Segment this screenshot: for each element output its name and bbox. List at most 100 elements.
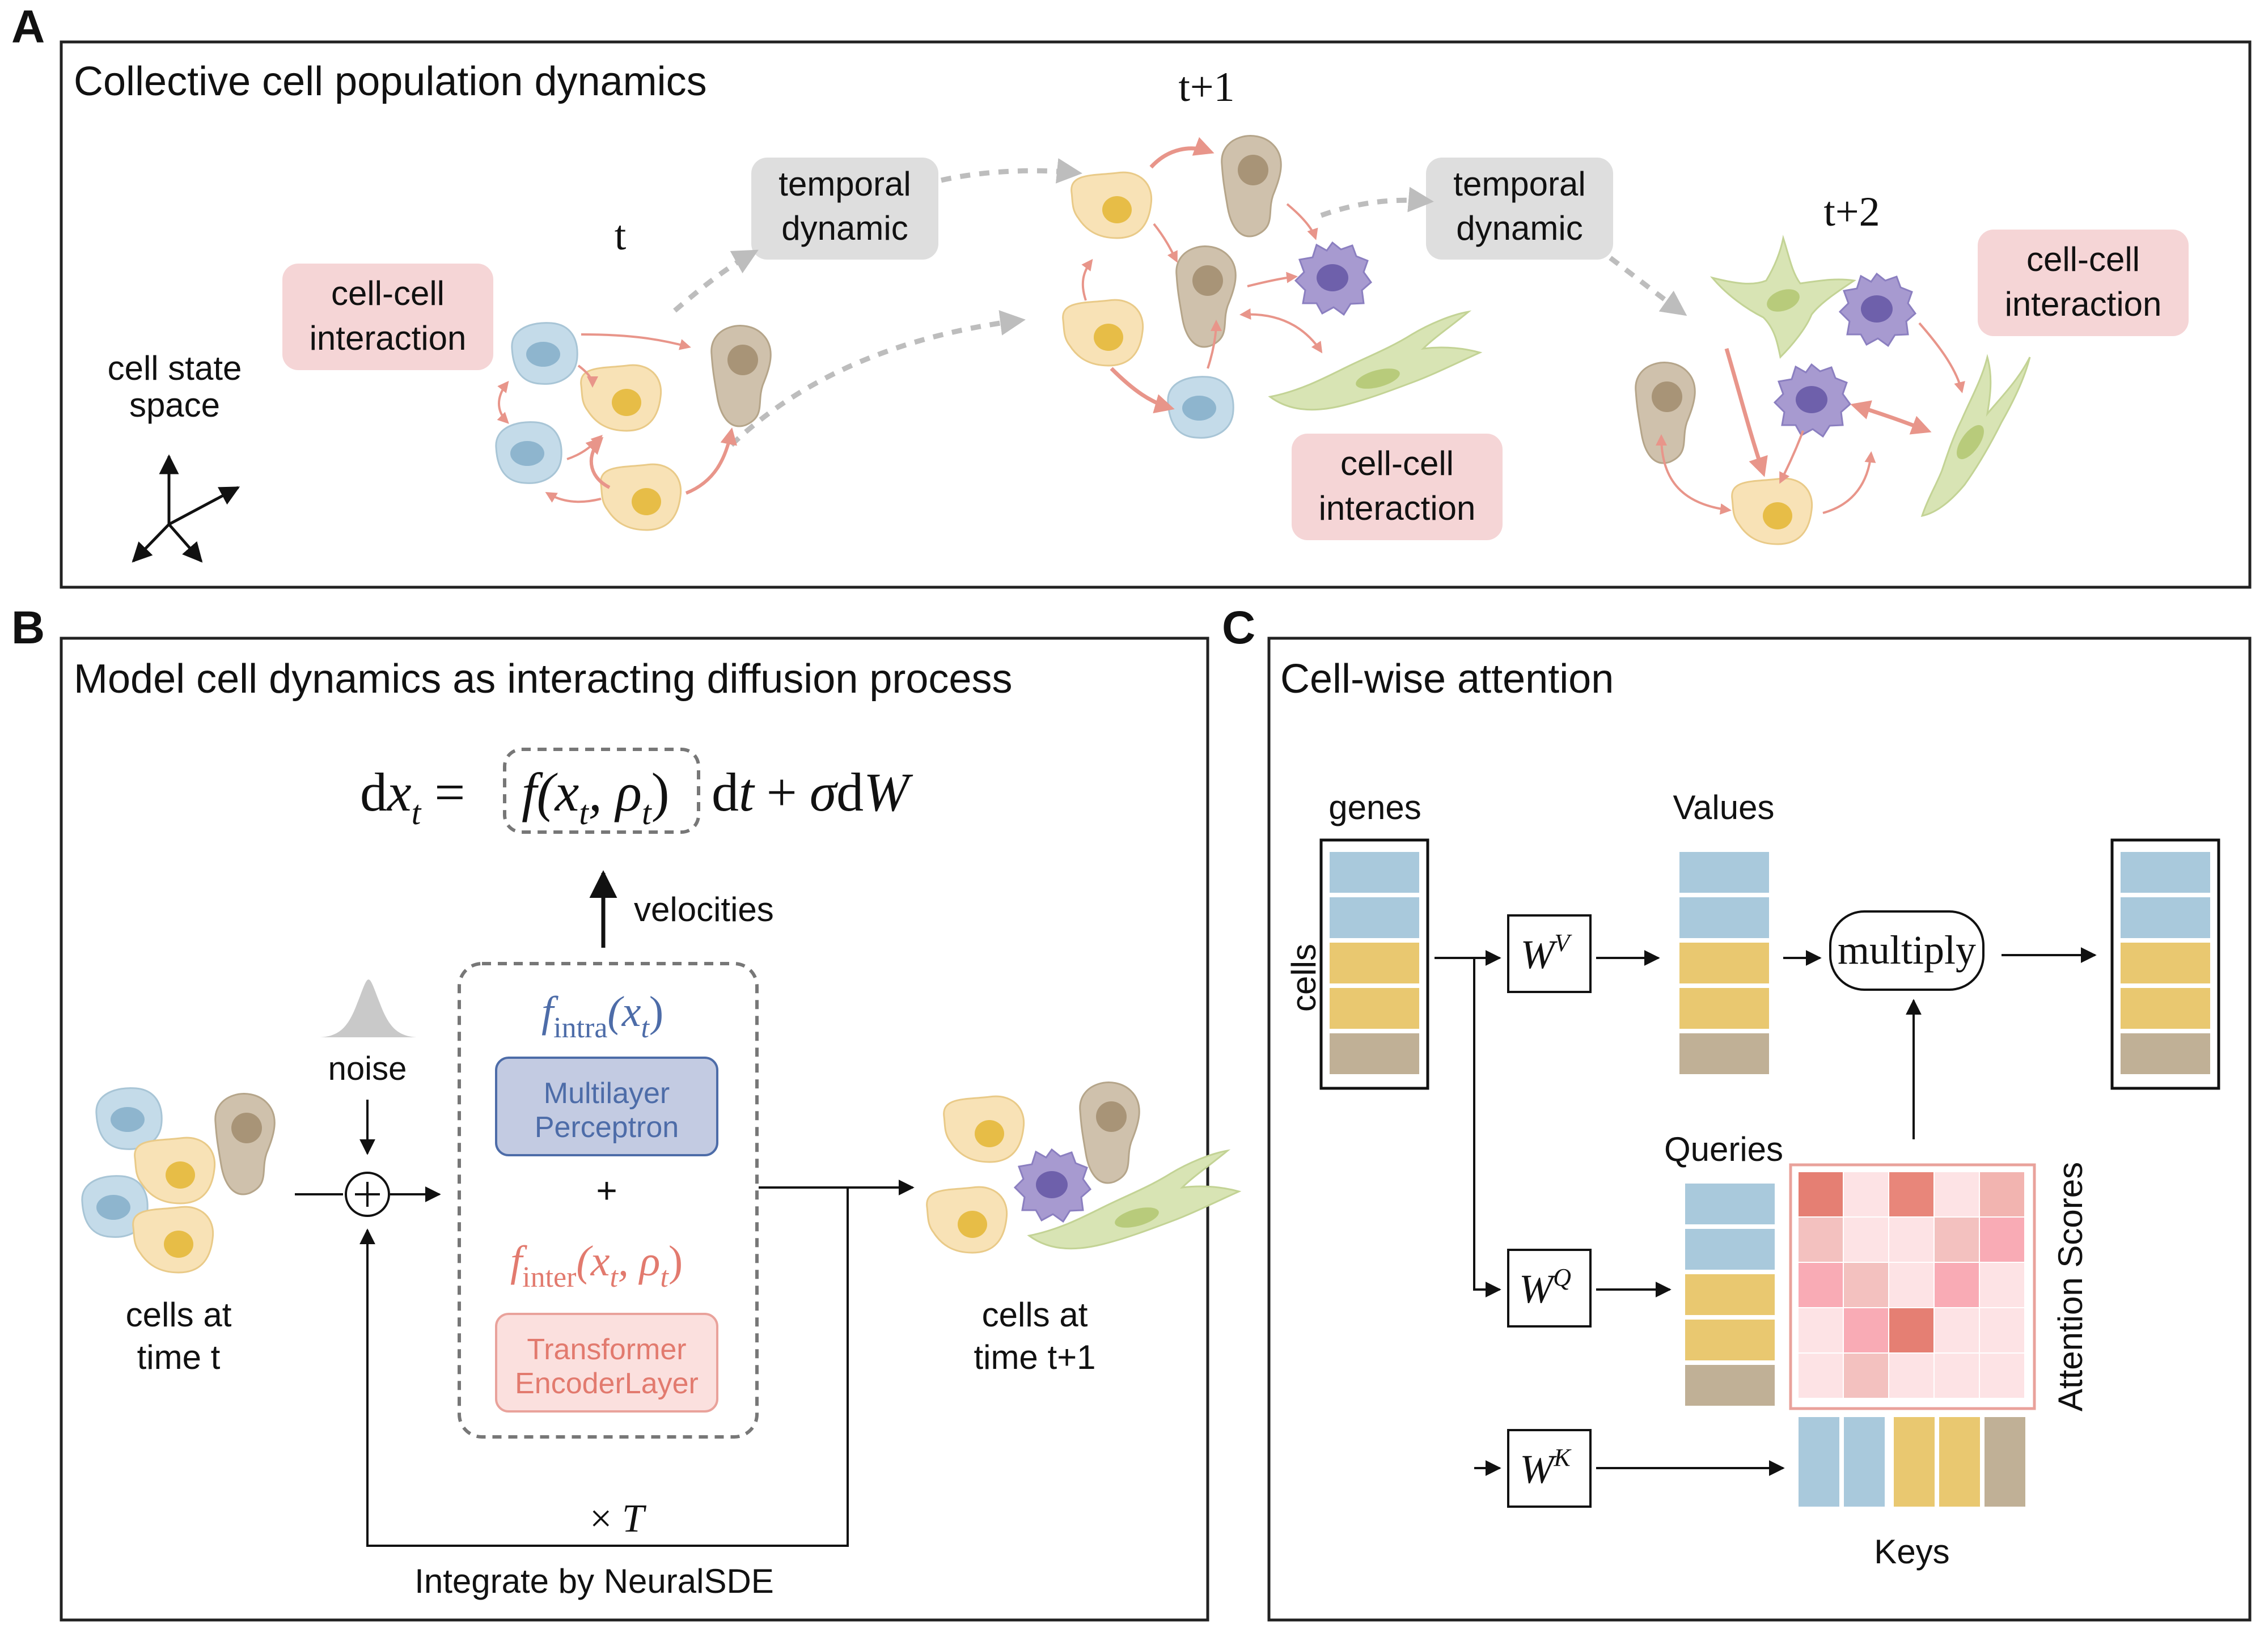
wk-box: WK (1507, 1429, 1592, 1508)
cells-label: cells (1285, 944, 1323, 1012)
cell-interaction-3-line1: cell-cell (2026, 240, 2140, 278)
values-matrix (1679, 852, 1769, 1074)
mlp-box: Multilayer Perceptron (495, 1057, 718, 1156)
attention-cell (1844, 1354, 1888, 1398)
f-highlight-box (503, 748, 700, 834)
mlp-line1: Multilayer (544, 1077, 670, 1110)
interaction-arrows-t2 (1656, 322, 1965, 515)
multiply-node: multiply (1829, 910, 1984, 991)
attention-scores-label: Attention Scores (2051, 1162, 2089, 1411)
temporal-dynamic-2-line1: temporal (1453, 165, 1585, 203)
temporal-dynamic-1-line2: dynamic (781, 209, 908, 247)
queries-label: Queries (1664, 1130, 1783, 1168)
attention-cell (1980, 1354, 2024, 1398)
f-intra-label: fintra(xt) (541, 988, 663, 1044)
axes-label-line2: space (129, 386, 220, 424)
attention-cell (1844, 1172, 1888, 1216)
attention-cell (1935, 1354, 1979, 1398)
cell-interaction-1-line1: cell-cell (331, 274, 445, 312)
panel-c-title: Cell-wise attention (1280, 656, 1614, 702)
attention-cell (1889, 1218, 1933, 1262)
attention-cell (1935, 1218, 1979, 1262)
attention-cell (1980, 1172, 2024, 1216)
model-plus: + (596, 1170, 617, 1211)
attention-cell (1889, 1263, 1933, 1307)
interaction-arrows-t (497, 333, 737, 503)
cell-interaction-2-line2: interaction (1319, 489, 1476, 527)
noise-label: noise (328, 1050, 407, 1087)
panel-a: A Collective cell population dynamics ce… (11, 1, 2252, 589)
interaction-arrows-t1 (1081, 137, 1323, 414)
attention-cell (1799, 1354, 1843, 1398)
cell-interaction-1-line2: interaction (310, 319, 467, 357)
temporal-dynamic-2-line2: dynamic (1456, 209, 1582, 247)
attention-cell (1844, 1308, 1888, 1352)
input-matrix-rows (1330, 852, 1419, 1074)
svg-text:dxt=: dxt= (360, 762, 465, 832)
attention-cell (1980, 1263, 2024, 1307)
svg-text:dt+σdW: dt+σdW (712, 762, 913, 822)
panel-c-letter: C (1222, 602, 1255, 654)
transformer-line1: Transformer (527, 1333, 686, 1366)
panel-b-title: Model cell dynamics as interacting diffu… (74, 656, 1012, 702)
sde-equation: dxt= f(xt, ρt) dt+σdW (360, 762, 913, 832)
time-label-t: t (615, 213, 627, 259)
temporal-arrows (673, 158, 1687, 447)
svg-text:WK: WK (1520, 1444, 1572, 1492)
wv-box: WV (1507, 914, 1592, 993)
integrate-label: Integrate by NeuralSDE (414, 1562, 774, 1600)
svg-text:WQ: WQ (1519, 1263, 1571, 1312)
values-label: Values (1673, 788, 1774, 826)
times-T-label: × T (590, 1497, 647, 1541)
panel-c: C Cell-wise attention genes cells WV WQ (1222, 602, 2252, 1622)
queries-matrix (1685, 1184, 1775, 1406)
attention-cell (1980, 1308, 2024, 1352)
attention-cell (1889, 1308, 1933, 1352)
attention-cell (1844, 1218, 1888, 1262)
output-matrix-rows (2121, 852, 2210, 1074)
cells-t1-line1: cells at (982, 1296, 1088, 1334)
cell-interaction-box-1: cell-cell interaction (282, 264, 493, 370)
cells-t1-line2: time t+1 (974, 1338, 1095, 1376)
keys-matrix (1799, 1417, 2025, 1507)
attention-cell (1844, 1263, 1888, 1307)
transformer-box: Transformer EncoderLayer (495, 1313, 718, 1413)
transformer-line2: EncoderLayer (515, 1367, 699, 1400)
panel-b: B Model cell dynamics as interacting dif… (11, 602, 1240, 1622)
panel-a-title: Collective cell population dynamics (74, 59, 707, 104)
cell-state-axes-icon (132, 454, 240, 563)
multiply-label: multiply (1838, 927, 1976, 973)
attention-cell (1889, 1172, 1933, 1216)
attention-cell (1799, 1263, 1843, 1307)
temporal-dynamic-box-1: temporal dynamic (751, 158, 938, 260)
attention-cell (1980, 1218, 2024, 1262)
temporal-dynamic-1-line1: temporal (778, 165, 911, 203)
wq-box: WQ (1507, 1249, 1592, 1328)
feedback-loop (359, 1188, 849, 1547)
velocities-label: velocities (634, 890, 774, 928)
attention-cell (1935, 1172, 1979, 1216)
panel-c-frame (1267, 637, 2252, 1622)
svg-text:f(xt, ρt): f(xt, ρt) (522, 762, 670, 832)
model-box (458, 962, 759, 1439)
panel-a-letter: A (11, 1, 45, 53)
attention-cell (1935, 1308, 1979, 1352)
attention-cell (1799, 1172, 1843, 1216)
attention-cell (1935, 1263, 1979, 1307)
cell-interaction-2-line1: cell-cell (1340, 444, 1454, 482)
genes-label: genes (1328, 788, 1421, 826)
cell-interaction-box-3: cell-cell interaction (1978, 230, 2189, 336)
w-output-arrows (1596, 950, 1785, 1476)
attention-cell (1799, 1218, 1843, 1262)
keys-label: Keys (1874, 1533, 1949, 1571)
mlp-line2: Perceptron (535, 1111, 679, 1144)
cells-t-line1: cells at (126, 1296, 232, 1334)
attention-cell (1799, 1308, 1843, 1352)
attention-matrix-cells (1799, 1172, 2024, 1398)
branch-lines (1435, 950, 1501, 1476)
time-label-t2: t+2 (1823, 189, 1880, 235)
cells-t-line2: time t (137, 1338, 221, 1376)
attention-cell (1889, 1354, 1933, 1398)
cell-interaction-box-2: cell-cell interaction (1292, 434, 1503, 540)
